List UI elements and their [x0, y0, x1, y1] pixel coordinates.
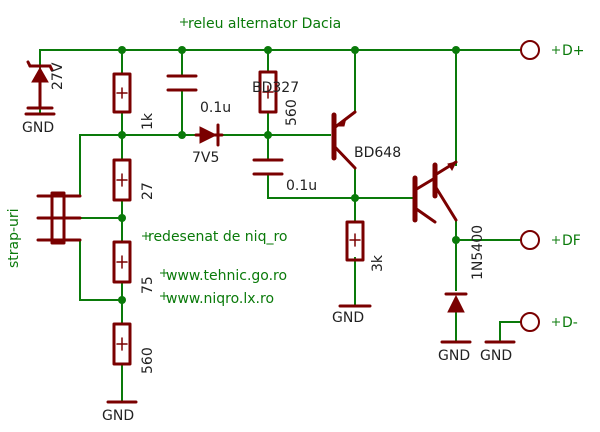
- r27-label: 27: [140, 182, 156, 200]
- r75-label: 75: [140, 276, 156, 294]
- diode-1n5400-label: 1N5400: [470, 225, 486, 280]
- label-markers: [142, 18, 560, 326]
- resistor-560-bottom-symbol: [112, 322, 132, 366]
- ground-label: GND: [480, 348, 512, 364]
- zener27-label: 27V: [50, 62, 66, 90]
- terminal-dminus: [520, 312, 540, 332]
- r560-bottom-label: 560: [140, 347, 156, 374]
- resistor-560-upper-symbol: [258, 70, 278, 114]
- junction-dots: [118, 46, 460, 304]
- url-1: www.tehnic.go.ro: [166, 268, 287, 284]
- ground-label: GND: [438, 348, 470, 364]
- terminal-df-label: DF: [562, 233, 581, 249]
- credit-text: redesenat de niq_ro: [148, 229, 287, 245]
- terminal-df: [520, 230, 540, 250]
- zener-27v-symbol: [26, 60, 54, 110]
- diode-1n5400-symbol: [444, 292, 468, 313]
- bd327-label: BD327: [252, 80, 299, 96]
- transistor-bd648-symbol: [412, 160, 458, 224]
- strap-connector-symbol: [36, 191, 82, 245]
- terminal-dminus-label: D-: [562, 315, 578, 331]
- resistor-75-symbol: [112, 240, 132, 284]
- resistor-27-symbol: [112, 158, 132, 202]
- r3k-label: 3k: [370, 254, 386, 272]
- bd648-label: BD648: [354, 145, 401, 161]
- capacitor-mid-symbol: [252, 158, 284, 176]
- ground-label: GND: [332, 310, 364, 326]
- resistor-3k-symbol: [345, 220, 365, 262]
- cap-mid-label: 0.1u: [286, 178, 317, 194]
- diagram-title: releu alternator Dacia: [188, 16, 341, 32]
- cap-top-label: 0.1u: [200, 100, 231, 116]
- resistor-1k-symbol: [112, 72, 132, 114]
- connector-label: strap-uri: [6, 208, 22, 268]
- capacitor-top-symbol: [166, 74, 198, 92]
- terminal-dplus-label: D+: [562, 43, 585, 59]
- r1k-label: 1k: [140, 112, 156, 130]
- ground-label: GND: [22, 120, 54, 136]
- url-2: www.niqro.lx.ro: [166, 291, 274, 307]
- zener-7v5-symbol: [194, 123, 224, 147]
- transistor-bd327-symbol: [331, 110, 357, 170]
- zener7v5-label: 7V5: [192, 150, 219, 166]
- terminal-dplus: [520, 40, 540, 60]
- ground-label: GND: [102, 408, 134, 424]
- r560-upper-label: 560: [284, 99, 300, 126]
